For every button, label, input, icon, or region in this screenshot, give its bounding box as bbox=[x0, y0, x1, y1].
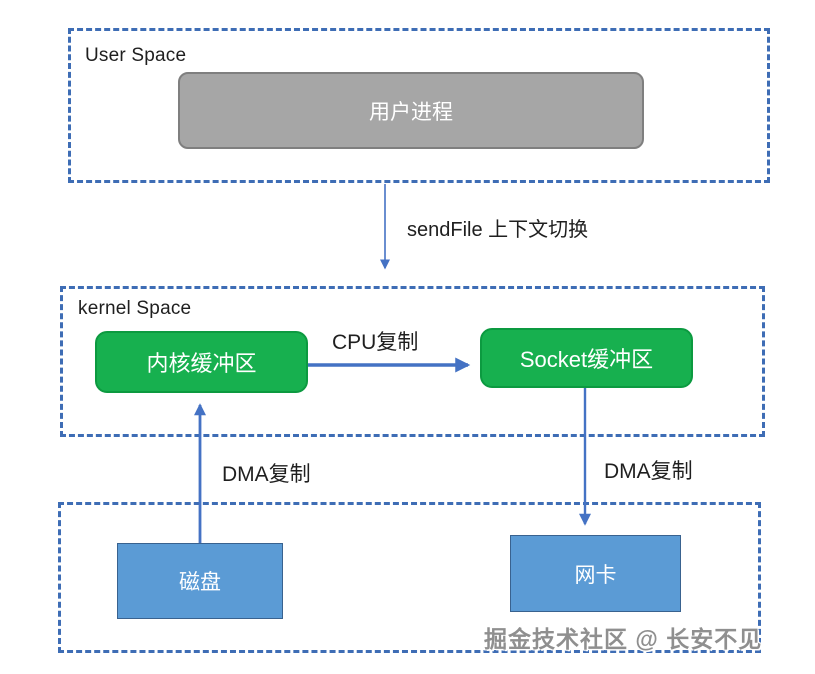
user-space-zone: User Space 用户进程 bbox=[68, 28, 770, 183]
dma-copy-right-label: DMA复制 bbox=[604, 460, 693, 483]
kernel-space-label: kernel Space bbox=[78, 298, 192, 319]
watermark: 掘金技术社区 @ 长安不见 bbox=[484, 626, 763, 652]
sendfile-arrow-label: sendFile 上下文切换 bbox=[407, 219, 589, 241]
nic-node: 网卡 bbox=[510, 535, 681, 612]
disk-node: 磁盘 bbox=[117, 543, 283, 619]
kernel-buffer-node: 内核缓冲区 bbox=[95, 331, 308, 393]
kernel-space-zone: kernel Space 内核缓冲区 Socket缓冲区 bbox=[60, 286, 765, 437]
dma-copy-left-label: DMA复制 bbox=[222, 463, 311, 486]
user-space-label: User Space bbox=[85, 45, 187, 66]
cpu-copy-label: CPU复制 bbox=[332, 331, 419, 354]
hardware-zone: 磁盘 网卡 bbox=[58, 502, 761, 653]
user-process-node: 用户进程 bbox=[178, 72, 644, 149]
socket-buffer-node: Socket缓冲区 bbox=[480, 328, 693, 388]
